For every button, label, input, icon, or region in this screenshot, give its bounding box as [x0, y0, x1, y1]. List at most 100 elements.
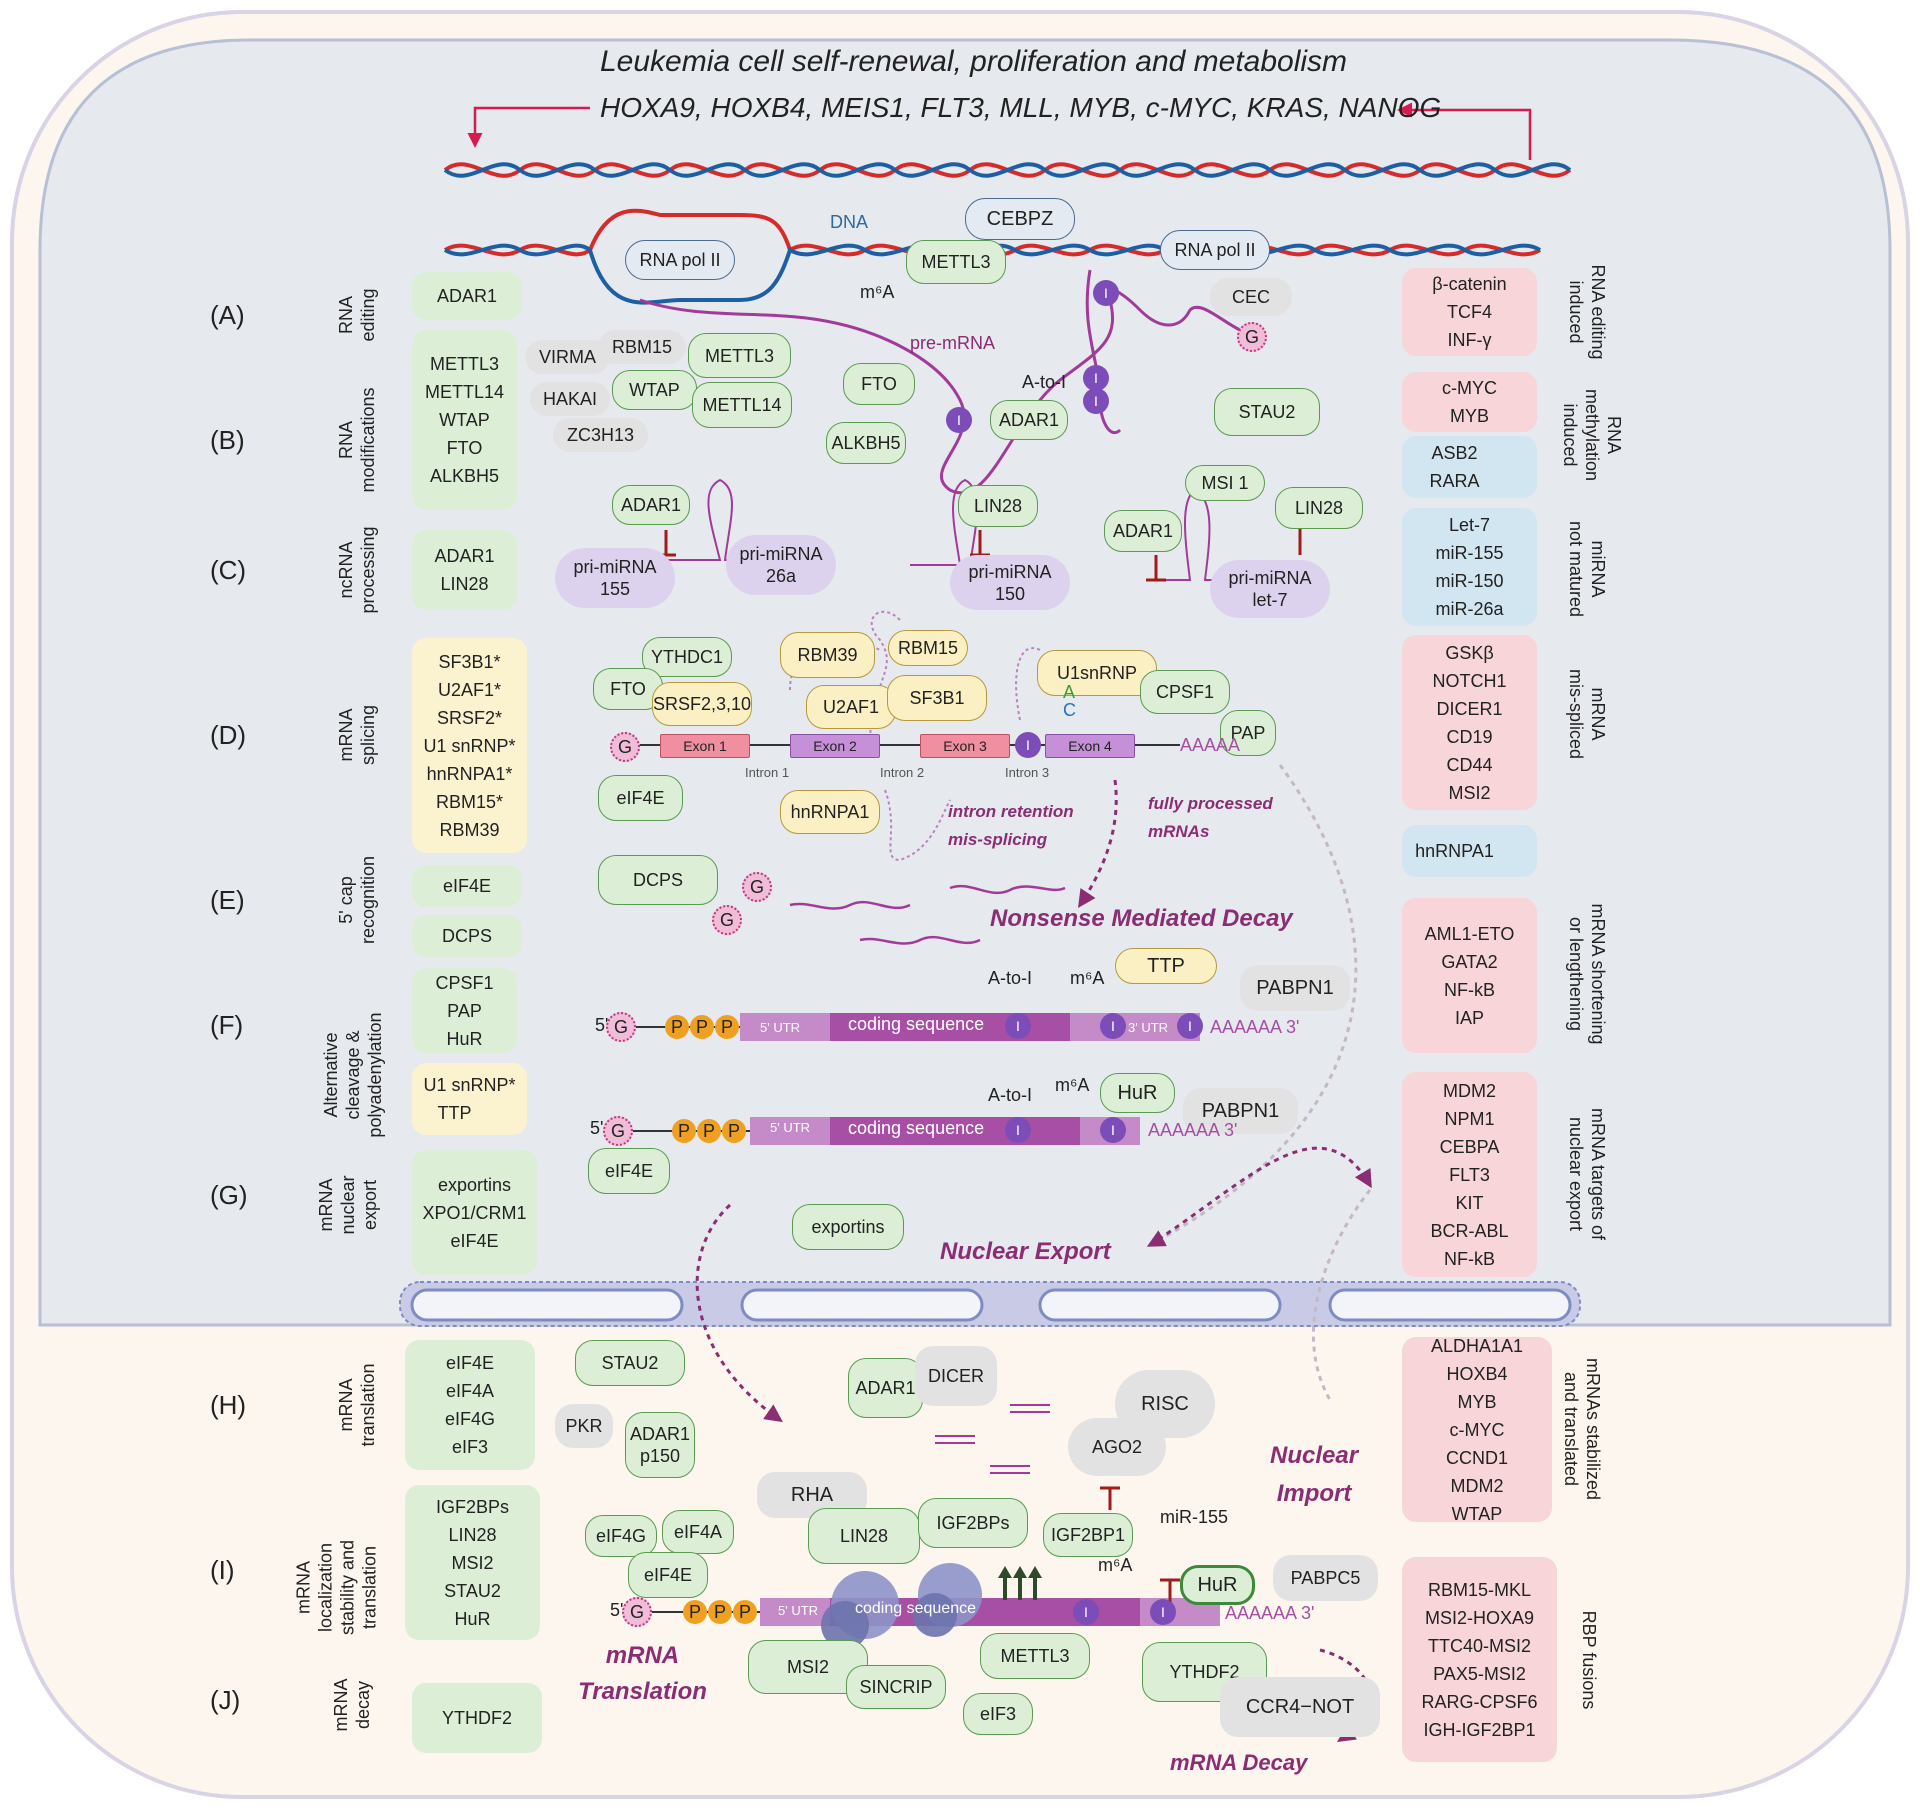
virma: VIRMA [525, 340, 610, 374]
tail-g: AAAAAA 3' [1148, 1120, 1238, 1140]
inosine-marker: I [1100, 1013, 1126, 1039]
pre-mrna-label: pre-mRNA [910, 333, 996, 353]
row-label-a: RNA editing [336, 288, 378, 342]
cec: CEC [1210, 278, 1292, 316]
right-label-e: mRNA shortening or lengthening [1566, 903, 1608, 1045]
igf2bp1: IGF2BP1 [1043, 1513, 1133, 1557]
msi1: MSI 1 [1185, 465, 1265, 501]
rbm15-d: RBM15 [888, 630, 968, 666]
srsf: SRSF2,3,10 [652, 682, 752, 726]
row-label-c: ncRNA processing [336, 526, 378, 614]
phosphate: P [665, 1015, 689, 1039]
right-box-d2: hnRNPA1 [1402, 825, 1537, 877]
pri-mirna-150: pri-miRNA 150 [950, 555, 1070, 610]
row-label-e: 5' cap recognition [336, 855, 378, 945]
right-label-d: mRNA mis-spliced [1566, 668, 1608, 760]
phosphate: P [690, 1015, 714, 1039]
row-letter-e: (E) [210, 885, 245, 915]
nuclear-import-label: Nuclear Import [1270, 1442, 1359, 1507]
mettl3-b: METTL3 [688, 333, 791, 378]
eif3-i: eIF3 [963, 1693, 1033, 1735]
left-box-f2: U1 snRNP*TTP [412, 1063, 527, 1135]
cap-g-i: G [622, 1597, 652, 1627]
rbm15-b: RBM15 [598, 330, 686, 364]
mrna-decay-label: mRNA Decay [1170, 1750, 1308, 1775]
rha: RHA [757, 1472, 867, 1518]
row-label-h: mRNA translation [336, 1363, 378, 1447]
ccr4-not: CCR4−NOT [1220, 1677, 1380, 1737]
inosine-marker: I [1083, 365, 1109, 391]
cap-g-top: G [1237, 322, 1267, 352]
row-label-b: RNA modifications [336, 387, 378, 493]
row-letter-b: (B) [210, 425, 245, 455]
m6a-g: m⁶A [1055, 1075, 1090, 1095]
hakai: HAKAI [530, 382, 610, 416]
inosine-marker: I [1100, 1117, 1126, 1143]
row-letter-j: (J) [210, 1685, 241, 1715]
mrna-g [630, 1117, 1140, 1145]
alkbh5: ALKBH5 [826, 422, 906, 464]
pri-mirna-let7: pri-miRNA let-7 [1210, 560, 1330, 618]
inosine-marker: I [1177, 1013, 1203, 1039]
m6a-top: m⁶A [860, 282, 895, 302]
row-letter-g: (G) [210, 1180, 248, 1210]
phosphate: P [708, 1600, 732, 1624]
row-letter-h: (H) [210, 1390, 247, 1420]
cap-g-e1: G [742, 872, 772, 902]
hnrnpa1-d: hnRNPA1 [780, 790, 880, 834]
row-letter-d: (D) [210, 720, 247, 750]
wtap: WTAP [612, 370, 697, 410]
pabpc5: PABPC5 [1273, 1555, 1378, 1601]
dna-helix-transcription [443, 208, 1542, 305]
exportins-g: exportins [792, 1204, 904, 1250]
exon-4: Exon 4 [1045, 734, 1135, 758]
sincrip: SINCRIP [846, 1665, 946, 1709]
cap-g-g: G [603, 1116, 633, 1146]
dna-label: DNA [830, 212, 869, 232]
m6a-f: m⁶A [1070, 968, 1105, 988]
inosine-marker: I [1015, 732, 1041, 758]
right-label-g: mRNA targets of nuclear export [1566, 1107, 1608, 1241]
fto-b: FTO [843, 363, 915, 405]
cap-g-d: G [610, 732, 640, 762]
phosphate: P [733, 1600, 757, 1624]
lin28-c-mid: LIN28 [958, 485, 1038, 527]
mettl3-i: METTL3 [980, 1633, 1090, 1679]
left-box-a: ADAR1 [412, 272, 522, 320]
inosine-marker: I [1093, 280, 1119, 306]
five-prime-g: 5' [590, 1118, 604, 1138]
adar1-p150: ADAR1 p150 [625, 1412, 695, 1478]
rna-pol-ii-right: RNA pol II [1160, 230, 1270, 270]
inosine-marker: I [946, 407, 972, 433]
u2af1: U2AF1 [806, 685, 896, 729]
left-box-j: YTHDF2 [412, 1683, 542, 1753]
sf3b1: SF3B1 [887, 675, 987, 721]
intron-1: Intron 1 [745, 765, 790, 780]
eif4e-g: eIF4E [588, 1148, 670, 1194]
pap-d: PAP [1220, 710, 1276, 756]
a-to-i-top: A-to-I [1022, 372, 1067, 392]
eif4e-i: eIF4E [628, 1552, 708, 1598]
cebpz: CEBPZ [965, 198, 1075, 240]
zc3h13: ZC3H13 [553, 418, 648, 452]
nmd-label: Nonsense Mediated Decay [990, 905, 1293, 932]
row-letter-f: (F) [210, 1010, 244, 1040]
row-letter-c: (C) [210, 555, 247, 585]
dicer: DICER [915, 1346, 997, 1406]
base-a: A [1063, 682, 1076, 702]
hur-i: HuR [1180, 1565, 1255, 1605]
phosphate: P [697, 1119, 721, 1143]
exon-3: Exon 3 [920, 734, 1010, 758]
adar1-c-left: ADAR1 [612, 485, 690, 525]
five-prime-i: 5' [610, 1600, 624, 1620]
left-box-e1: eIF4E [412, 865, 522, 907]
tail-i: AAAAAA 3' [1225, 1603, 1315, 1623]
